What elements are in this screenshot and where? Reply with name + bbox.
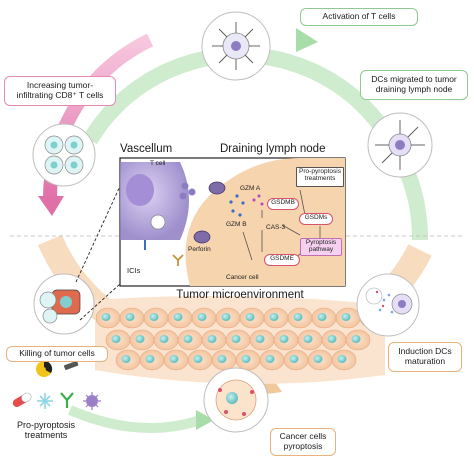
tumor-cell-nucleus [149, 313, 159, 321]
ici-antibody [172, 254, 184, 266]
node-activation [201, 11, 271, 81]
tumor-cell-nucleus [289, 355, 299, 363]
label-increasing-til: Increasing tumor-infiltrating CD8⁺ T cel… [4, 76, 116, 106]
inset-gsdme: GSDME [264, 254, 300, 266]
node-killing [33, 273, 95, 335]
inset-cas3: CAS-3 [266, 224, 286, 231]
node-induction-dcs [356, 273, 420, 337]
tumor-cell-nucleus [159, 335, 169, 343]
tumor-cell-nucleus [245, 313, 255, 321]
tumor-cell-nucleus [269, 313, 279, 321]
nanoparticle-icon [37, 393, 53, 409]
inset-cancer-cell: Cancer cell [226, 274, 259, 281]
label-tumor-microenvironment: Tumor microenvironment [176, 289, 304, 301]
inset-t-cell: T cell [150, 160, 166, 167]
treatment-icons [12, 352, 101, 410]
tumor-cell-nucleus [101, 313, 111, 321]
tumor-cell-nucleus [303, 335, 313, 343]
green-arc-bottom [68, 405, 202, 433]
tumor-cell-nucleus [265, 355, 275, 363]
tumor-cell-nucleus [351, 335, 361, 343]
tumor-cell-nucleus [183, 335, 193, 343]
label-killing-tumor: Killing of tumor cells [6, 346, 108, 362]
tumor-cells-band [95, 296, 385, 384]
tumor-cell-nucleus [279, 335, 289, 343]
perforin-pore [193, 181, 226, 244]
node-increasing-til [32, 123, 96, 187]
green-arrowhead-top [296, 28, 318, 52]
tumor-cell-nucleus [121, 355, 131, 363]
tumor-cell-nucleus [221, 313, 231, 321]
label-vascellum: Vascellum [120, 143, 173, 155]
tumor-cell-nucleus [313, 355, 323, 363]
pink-arrowhead [38, 196, 64, 216]
connector-bottom [79, 283, 121, 321]
node-pyroptosis [203, 367, 269, 433]
radiation-icon [36, 360, 53, 377]
tumor-cell-nucleus [317, 313, 327, 321]
inset-perforin: Perforin [188, 246, 211, 253]
inset-gsdmb: GSDMB [267, 198, 299, 210]
inset-pyroptosis-pathway: Pyroptosis pathway [300, 238, 342, 256]
label-cancer-pyroptosis: Cancer cells pyroptosis [270, 428, 336, 456]
tumor-cell-nucleus [125, 313, 135, 321]
tumor-cell-nucleus [217, 355, 227, 363]
label-draining-lymph-node: Draining lymph node [220, 143, 326, 155]
tumor-cell-nucleus [193, 355, 203, 363]
tumor-cell-nucleus [135, 335, 145, 343]
inset-gzm-b: GZM B [226, 221, 247, 228]
inset-pro-pyroptosis: Pro-pyroptosis treatments [296, 167, 344, 187]
drug-capsule-icon [12, 392, 32, 407]
label-induction-dcs: Induction DCs maturation [388, 342, 462, 372]
inset-gsdms: GSDMs [299, 213, 333, 225]
tumor-cell-nucleus [231, 335, 241, 343]
green-arrowhead-bottom [196, 410, 214, 430]
tumor-cell-nucleus [293, 313, 303, 321]
tumor-cell-nucleus [173, 313, 183, 321]
inset-icis: ICIs [127, 266, 141, 275]
tumor-cell-nucleus [197, 313, 207, 321]
tumor-cell-nucleus [255, 335, 265, 343]
virus-icon [83, 392, 101, 410]
label-activation-t-cells: Activation of T cells [300, 8, 418, 26]
tumor-cell-nucleus [145, 355, 155, 363]
tumor-cell-nucleus [111, 335, 121, 343]
antibody-icon [60, 392, 74, 408]
tumor-cell-nucleus [327, 335, 337, 343]
tumor-cell-nucleus [207, 335, 217, 343]
label-dcs-migrated: DCs migrated to tumor draining lymph nod… [360, 70, 468, 100]
node-dcs-migrated [367, 112, 433, 178]
inset-gzm-a: GZM A [240, 185, 261, 192]
tumor-cell-nucleus [341, 313, 351, 321]
tumor-cell-nucleus [241, 355, 251, 363]
tumor-cell-nucleus [169, 355, 179, 363]
label-pro-pyroptosis-treatments: Pro-pyroptosis treatments [16, 420, 76, 441]
tumor-cell-nucleus [337, 355, 347, 363]
